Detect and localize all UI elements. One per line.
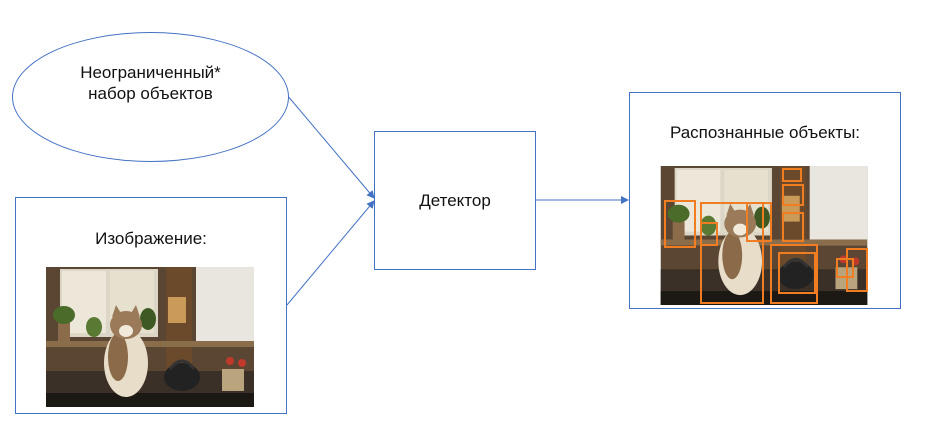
detection-box-utensils: [846, 248, 868, 292]
arrow-image-to-detector: [286, 200, 375, 306]
detection-box-shelf-bottom: [782, 212, 804, 242]
object-set-label-line1: Неограниченный*: [80, 63, 221, 82]
output-label: Распознанные объекты:: [669, 123, 861, 142]
detection-box-cat: [700, 202, 764, 304]
input-image-label: Изображение:: [95, 229, 207, 248]
detection-box-pot: [778, 252, 816, 294]
detection-box-jar: [836, 258, 854, 278]
cat-kitchen-photo-icon: [660, 166, 868, 305]
cat-kitchen-photo-icon: [46, 267, 254, 407]
input-photo: [46, 267, 254, 407]
detector-box: [374, 131, 536, 270]
detection-box-plant-left: [664, 200, 696, 248]
detection-box-kettle: [770, 244, 818, 304]
detection-box-shelf-middle: [782, 184, 804, 206]
detector-label: Детектор: [419, 191, 491, 210]
object-set-ellipse: [12, 32, 289, 162]
detection-box-shelf-top: [782, 168, 802, 182]
detection-box-plant-right: [746, 202, 772, 242]
object-set-label-line2: набор объектов: [88, 84, 213, 103]
output-photo: [660, 166, 868, 305]
arrow-objects-to-detector: [286, 94, 375, 199]
